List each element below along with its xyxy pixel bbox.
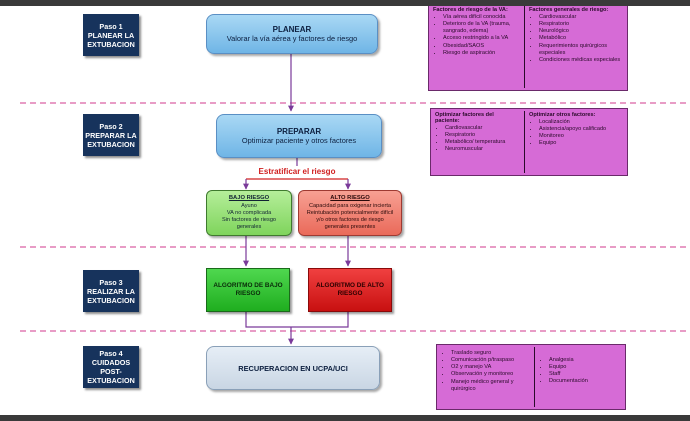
top-edge-bar bbox=[0, 0, 690, 6]
list-item: Observación y monitoreo bbox=[451, 371, 529, 378]
algoritmo-alto-line-1: ALGORITMO DE ALTO bbox=[315, 281, 385, 289]
step-2-label: Paso 2 PREPARAR LA EXTUBACION bbox=[83, 114, 139, 156]
algoritmo-alto-text: ALGORITMO DE ALTO RIESGO bbox=[316, 282, 384, 299]
bajo-riesgo-box: BAJO RIESGO Ayuno VA no complicada Sin f… bbox=[206, 190, 292, 236]
factores-va-list: Vía aérea difícil conocida Deterioro de … bbox=[433, 14, 519, 57]
list-item: Comunicación p/traspaso bbox=[451, 357, 529, 364]
line-algoritmos-merge bbox=[245, 312, 349, 328]
column-divider bbox=[534, 347, 535, 407]
list-item: Neurológico bbox=[539, 28, 625, 35]
column-divider bbox=[524, 111, 525, 173]
list-item: O2 y manejo VA bbox=[451, 364, 529, 371]
cuidados-left-list: Traslado seguro Comunicación p/traspaso … bbox=[441, 350, 529, 393]
factores-generales-heading: Factores generales de riesgo: bbox=[529, 7, 609, 13]
step-1-label: Paso 1 PLANEAR LA EXTUBACION bbox=[83, 14, 139, 56]
optimizar-paciente-list: Cardiovascular Respiratorio Metabólico/ … bbox=[435, 125, 519, 154]
list-item: Metabólico bbox=[539, 35, 625, 42]
list-item: Respiratorio bbox=[445, 132, 519, 139]
optimizar-paciente-column: Optimizar factores del paciente: Cardiov… bbox=[431, 109, 523, 175]
list-item: Equipo bbox=[549, 364, 623, 371]
list-item: Deterioro de la VA (trauma, sangrado, ed… bbox=[443, 21, 519, 35]
list-item: Metabólico/ temperatura bbox=[445, 139, 519, 146]
list-item: Neuromuscular bbox=[445, 146, 519, 153]
step-1-number: Paso 1 bbox=[99, 21, 123, 31]
alto-riesgo-line: Capacidad para oxigenar incierta bbox=[308, 202, 392, 209]
algoritmo-bajo-riesgo-box: ALGORITMO DE BAJO RIESGO bbox=[206, 268, 290, 312]
list-item: Staff bbox=[549, 371, 623, 378]
algoritmo-alto-riesgo-box: ALGORITMO DE ALTO RIESGO bbox=[308, 268, 392, 312]
optimizar-factores-box: Optimizar factores del paciente: Cardiov… bbox=[430, 108, 628, 176]
step-1-line-2: PLANEAR LA bbox=[87, 30, 135, 40]
step-3-label: Paso 3 REALIZAR LA EXTUBACION bbox=[83, 270, 139, 312]
step-3-line-2: REALIZAR LA bbox=[87, 286, 135, 296]
list-item: Localización bbox=[539, 119, 625, 126]
cuidados-post-box: Traslado seguro Comunicación p/traspaso … bbox=[436, 344, 626, 410]
algoritmo-bajo-text: ALGORITMO DE BAJO RIESGO bbox=[213, 282, 282, 299]
optimizar-otros-column: Optimizar otros factores: Localización A… bbox=[525, 109, 629, 175]
list-item: Cardiovascular bbox=[445, 125, 519, 132]
alto-riesgo-title: ALTO RIESGO bbox=[330, 195, 370, 202]
list-item: Monitoreo bbox=[539, 133, 625, 140]
list-item: Requerimientos quirúrgicos especiales bbox=[539, 43, 625, 57]
preparar-box: PREPARAR Optimizar paciente y otros fact… bbox=[216, 114, 382, 158]
algoritmo-bajo-line-1: ALGORITMO DE BAJO bbox=[213, 281, 283, 289]
factores-generales-column: Factores generales de riesgo: Cardiovasc… bbox=[525, 4, 629, 90]
alto-riesgo-line: generales presentes bbox=[324, 223, 376, 230]
planear-subtitle: Valorar la vía aérea y factores de riesg… bbox=[226, 34, 358, 43]
algoritmo-alto-line-2: RIESGO bbox=[337, 290, 363, 297]
planear-title: PLANEAR bbox=[272, 25, 312, 34]
list-item: Asistencia/apoyo calificado bbox=[539, 126, 625, 133]
recuperacion-box: RECUPERACION EN UCPA/UCI bbox=[206, 346, 380, 390]
list-item: Manejo médico general y quirúrgico bbox=[451, 379, 529, 393]
column-divider bbox=[524, 6, 525, 88]
alto-riesgo-line: y/o otros factores de riesgo bbox=[316, 216, 384, 223]
step-2-line-3: EXTUBACION bbox=[87, 139, 135, 149]
list-item: Vía aérea difícil conocida bbox=[443, 14, 519, 21]
optimizar-otros-heading: Optimizar otros factores: bbox=[529, 112, 596, 118]
list-item: Traslado seguro bbox=[451, 350, 529, 357]
factores-va-column: Factores de riesgo de la VA: Vía aérea d… bbox=[429, 4, 523, 90]
step-1-line-3: EXTUBACION bbox=[87, 39, 135, 49]
factores-riesgo-box: Factores de riesgo de la VA: Vía aérea d… bbox=[428, 3, 628, 91]
list-item: Respiratorio bbox=[539, 21, 625, 28]
bajo-riesgo-line: Ayuno bbox=[241, 202, 257, 209]
list-item: Condiciones médicas especiales bbox=[539, 57, 625, 64]
list-item: Riesgo de aspiración bbox=[443, 50, 519, 57]
alto-riesgo-line: Reintubación potencialmente difícil bbox=[306, 209, 394, 216]
factores-va-heading: Factores de riesgo de la VA: bbox=[433, 7, 508, 13]
bajo-riesgo-line: VA no complicada bbox=[226, 209, 272, 216]
bajo-riesgo-line: generales bbox=[236, 223, 262, 230]
algoritmo-bajo-line-2: RIESGO bbox=[235, 290, 261, 297]
step-4-number: Paso 4 bbox=[99, 349, 123, 358]
list-item: Analgesia bbox=[549, 357, 623, 364]
bajo-riesgo-title: BAJO RIESGO bbox=[228, 195, 270, 202]
list-item: Cardiovascular bbox=[539, 14, 625, 21]
optimizar-paciente-heading: Optimizar factores del paciente: bbox=[435, 112, 494, 124]
estratificar-label: Estratificar el riesgo bbox=[258, 167, 336, 176]
step-4-label: Paso 4 CUIDADOS POST- EXTUBACION bbox=[83, 346, 139, 388]
list-item: Documentación bbox=[549, 378, 623, 385]
preparar-subtitle: Optimizar paciente y otros factores bbox=[241, 136, 357, 145]
optimizar-otros-list: Localización Asistencia/apoyo calificado… bbox=[529, 119, 625, 148]
step-3-number: Paso 3 bbox=[99, 277, 123, 287]
cuidados-right-column: Analgesia Equipo Staff Documentación bbox=[535, 345, 627, 409]
cuidados-right-list: Analgesia Equipo Staff Documentación bbox=[539, 357, 623, 386]
step-2-number: Paso 2 bbox=[99, 121, 123, 131]
list-item: Equipo bbox=[539, 140, 625, 147]
factores-generales-list: Cardiovascular Respiratorio Neurológico … bbox=[529, 14, 625, 64]
bajo-riesgo-line: Sin factores de riesgo bbox=[221, 216, 277, 223]
preparar-title: PREPARAR bbox=[276, 127, 322, 136]
list-item: Acceso restringido a la VA bbox=[443, 35, 519, 42]
alto-riesgo-box: ALTO RIESGO Capacidad para oxigenar inci… bbox=[298, 190, 402, 236]
bottom-edge-bar bbox=[0, 415, 690, 421]
step-4-line-3: EXTUBACION bbox=[87, 376, 135, 385]
list-item: Obesidad/SAOS bbox=[443, 43, 519, 50]
planear-box: PLANEAR Valorar la vía aérea y factores … bbox=[206, 14, 378, 54]
step-4-line-2: CUIDADOS POST- bbox=[91, 358, 131, 376]
cuidados-left-column: Traslado seguro Comunicación p/traspaso … bbox=[437, 345, 533, 409]
step-3-line-3: EXTUBACION bbox=[87, 295, 135, 305]
step-2-line-2: PREPARAR LA bbox=[85, 130, 137, 140]
